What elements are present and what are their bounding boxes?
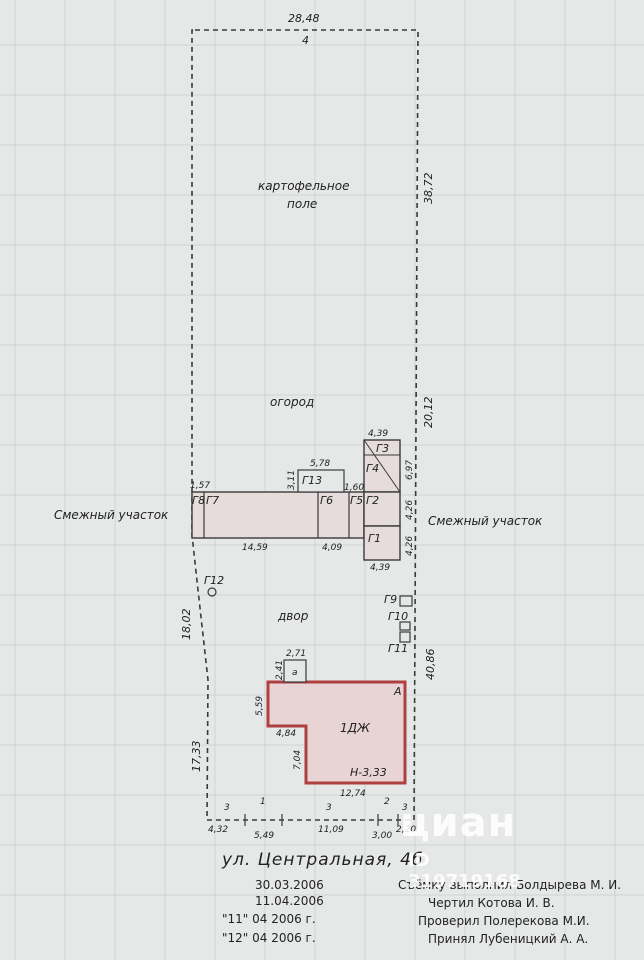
watermark-logo: циан [400, 800, 517, 846]
building-g11 [399, 631, 411, 643]
building-g9 [399, 595, 413, 607]
dim-439-top: 4,39 [368, 429, 388, 439]
label-g11: Г11 [388, 642, 408, 655]
dim-right-mid: 20,12 [422, 397, 435, 429]
date-1: 30.03.2006 [255, 878, 324, 892]
dim-160: 1,60 [344, 483, 364, 493]
dim-704: 7,04 [293, 750, 303, 770]
point-3b: 3 [326, 803, 332, 813]
dim-697: 6,97 [405, 460, 415, 480]
label-adjacent-right: Смежный участок [428, 514, 543, 528]
dim-left-up: 18,02 [180, 609, 193, 641]
label-potato-field: картофельное [258, 179, 350, 193]
label-g12: Г12 [204, 574, 224, 587]
street-address: ул. Центральная, 4б [222, 850, 424, 870]
outbuildings-dividers [203, 492, 350, 538]
building-g13 [297, 469, 345, 493]
label-garden: огород [270, 395, 314, 409]
label-g9: Г9 [384, 593, 397, 606]
dim-484: 4,84 [276, 729, 296, 739]
well-g12 [207, 587, 217, 597]
label-g4: Г4 [366, 462, 379, 475]
label-yard: двор [277, 609, 309, 623]
label-g6: Г6 [320, 494, 333, 507]
signature-surveyed: Съёмку выполнил Болдырева М. И. [398, 878, 622, 892]
dim-578: 5,78 [310, 459, 330, 469]
date-3: "11" 04 2006 г. [222, 912, 316, 926]
point-3c: 3 [402, 803, 408, 813]
dim-409: 4,09 [322, 543, 342, 553]
label-g1: Г1 [368, 532, 381, 545]
label-g3: Г3 [376, 442, 389, 455]
date-4: "12" 04 2006 г. [222, 931, 316, 945]
g3-diagonal [363, 439, 401, 493]
dim-top-width: 28,48 [288, 12, 320, 25]
house-letter-a: А [393, 685, 402, 698]
dim-right-top: 38,72 [422, 173, 435, 205]
watermark-id: ID 319719168 [408, 850, 521, 892]
dim-311: 3,11 [287, 470, 297, 490]
dim-1274: 12,74 [340, 789, 366, 799]
bottom-549: 5,49 [254, 831, 274, 841]
dim-426b: 4,26 [405, 536, 415, 556]
label-adjacent-left: Смежный участок [54, 508, 169, 522]
house-outline [266, 680, 407, 785]
outbuildings-row [191, 491, 365, 539]
point-1: 1 [260, 797, 266, 807]
bottom-1109: 11,09 [318, 825, 344, 835]
dim-241: 2,41 [275, 660, 285, 680]
dim-left-low: 17,33 [190, 741, 203, 773]
dim-right-low: 40,86 [424, 649, 437, 681]
dim-157: 1,57 [190, 481, 210, 491]
label-g5: Г5 [350, 494, 363, 507]
bottom-432: 4,32 [208, 825, 228, 835]
signature-accepted: Принял Лубеницкий А. А. [428, 932, 589, 946]
label-g7: Г7 [206, 494, 219, 507]
label-g13: Г13 [302, 474, 322, 487]
building-g10 [399, 621, 411, 631]
point-3a: 3 [224, 803, 230, 813]
dim-271: 2,71 [286, 649, 306, 659]
annex-letter-a: а [292, 668, 298, 678]
dim-439-bot: 4,39 [370, 563, 390, 573]
label-g2: Г2 [366, 494, 379, 507]
house-height: Н-3,33 [350, 766, 387, 779]
boundary-ticks [244, 814, 399, 826]
dim-559: 5,59 [255, 696, 265, 716]
house-label: 1ДЖ [340, 721, 371, 735]
date-2: 11.04.2006 [255, 894, 324, 908]
signature-drawn: Чертил Котова И. В. [428, 896, 555, 910]
bottom-300: 3,00 [372, 831, 392, 841]
dim-426a: 4,26 [405, 500, 415, 520]
label-potato-field-2: поле [287, 197, 317, 211]
label-g8: Г8 [192, 494, 205, 507]
point-2: 2 [384, 797, 390, 807]
label-g10: Г10 [388, 610, 408, 623]
annex-a [283, 659, 307, 683]
plot-boundary [191, 29, 419, 821]
signature-checked: Проверил Полерекова М.И. [418, 914, 590, 928]
dim-1459: 14,59 [242, 543, 268, 553]
point-4: 4 [302, 34, 309, 47]
footer: ул. Центральная, 4б 30.03.2006 11.04.200… [0, 850, 644, 960]
bottom-220: 2,20 [396, 825, 416, 835]
